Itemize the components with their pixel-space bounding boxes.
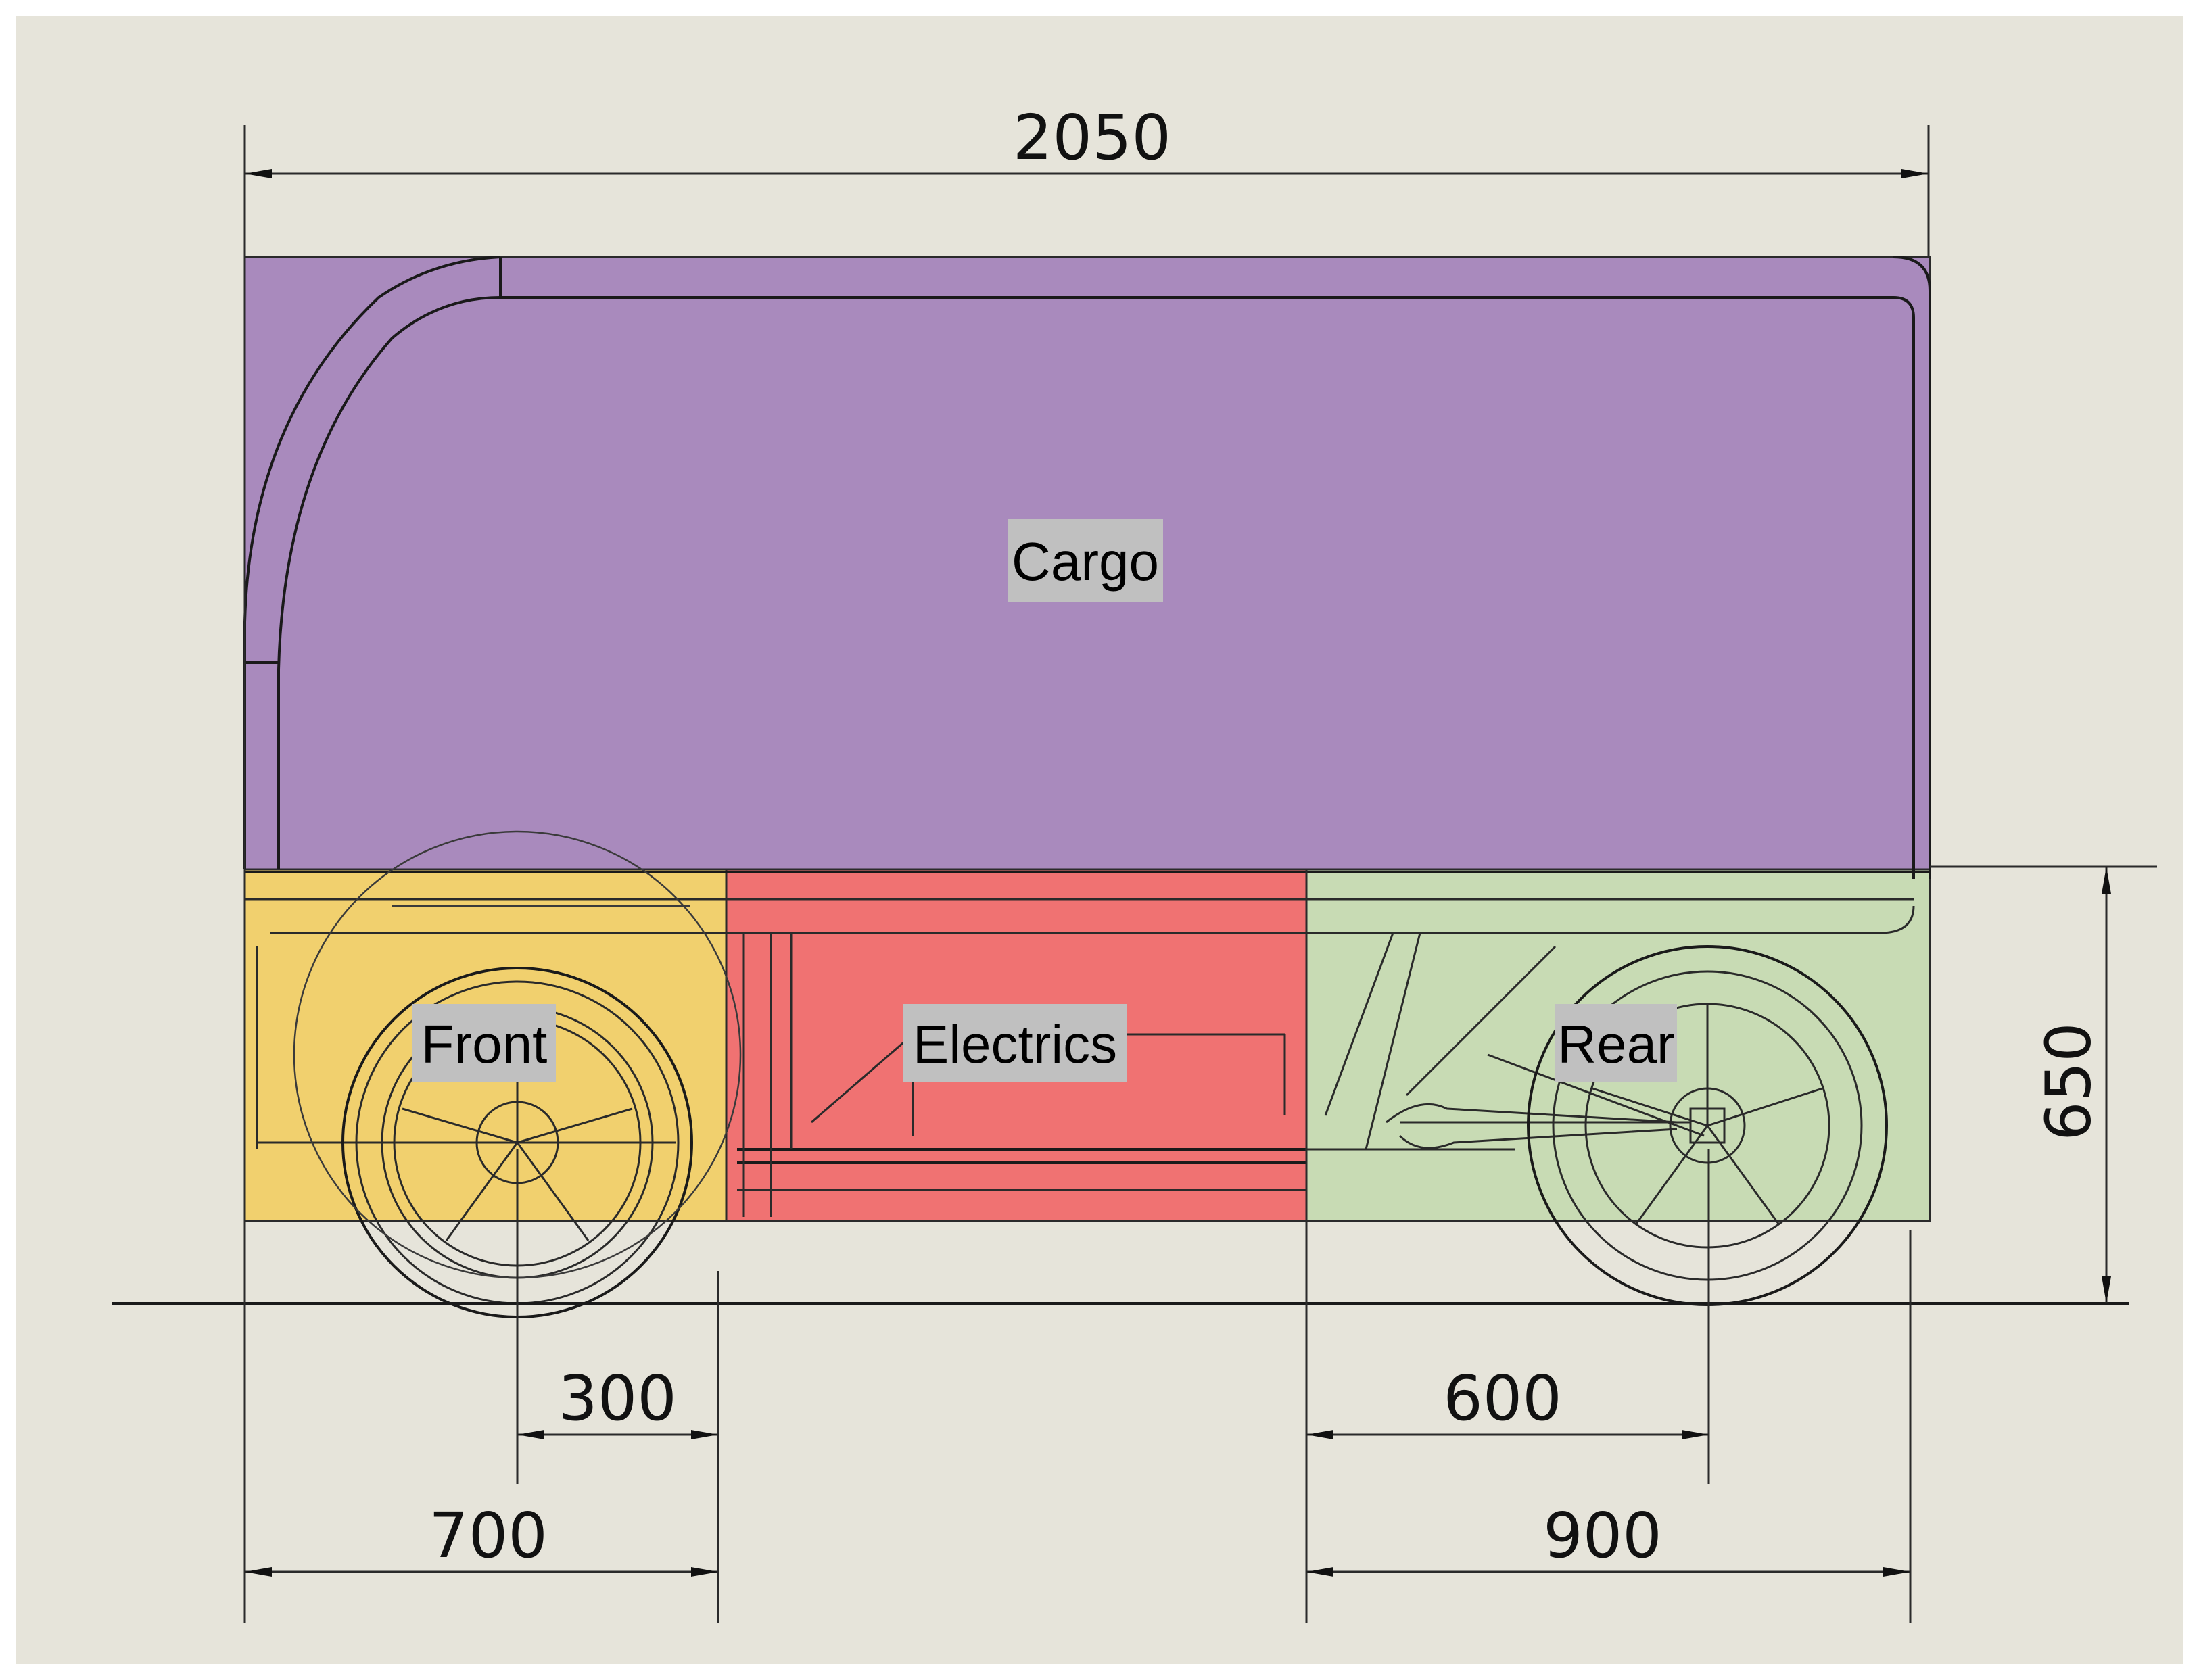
rear-label-text: Rear	[1557, 1014, 1674, 1074]
cargo-label-text: Cargo	[1012, 531, 1159, 592]
cargo-label: Cargo	[1008, 519, 1163, 602]
electrics-label-text: Electrics	[913, 1014, 1117, 1074]
extension-lines	[243, 125, 2157, 1623]
dimension-rear-axle-offset: 600	[1443, 1362, 1562, 1435]
dimension-overall-length: 2050	[1013, 101, 1171, 174]
front-label-text: Front	[421, 1014, 548, 1074]
dimension-front-section: 700	[429, 1499, 548, 1572]
dimension-front-axle-offset: 300	[558, 1362, 677, 1435]
chassis-structure	[245, 871, 1930, 1217]
cargo-body-outline	[243, 256, 1931, 879]
front-label: Front	[412, 1004, 556, 1082]
dimension-rear-section: 900	[1543, 1499, 1662, 1572]
electrics-label: Electrics	[903, 1004, 1127, 1082]
dimension-lines	[245, 169, 2111, 1577]
rear-label: Rear	[1555, 1004, 1677, 1082]
dimension-height: 650	[2032, 1022, 2104, 1141]
